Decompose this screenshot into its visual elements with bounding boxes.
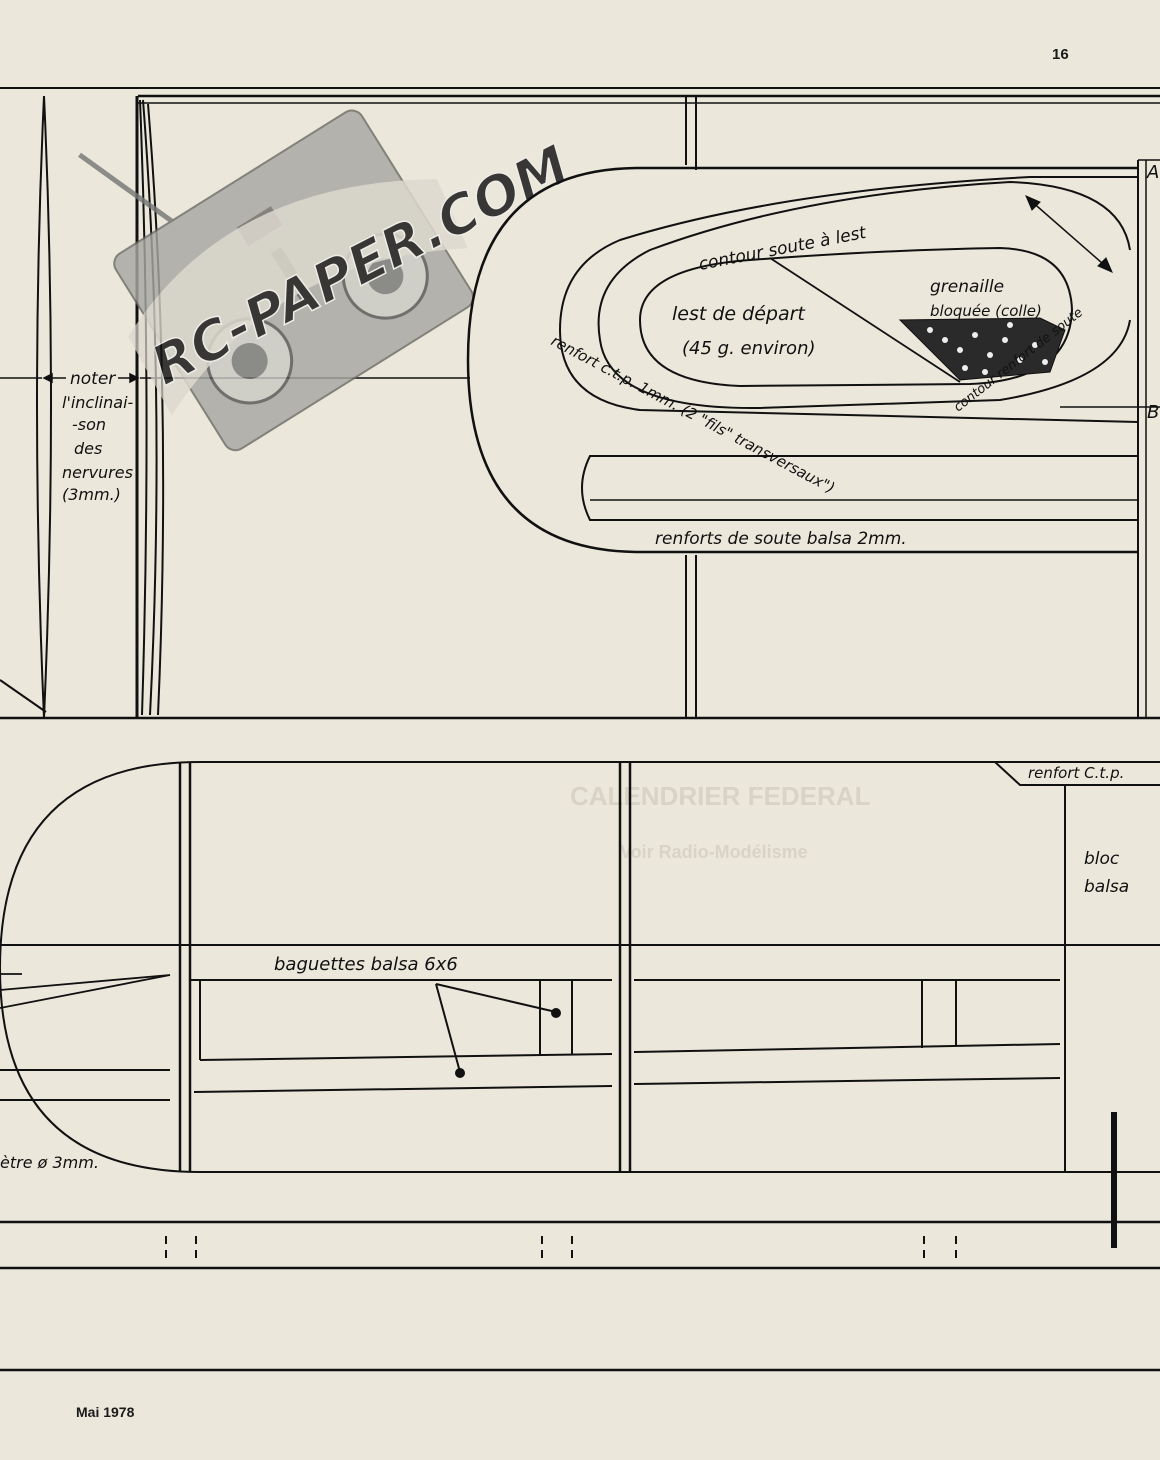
bloc-label: bloc: [1084, 849, 1120, 869]
note-line-5: nervures: [62, 463, 133, 482]
rib-right: [139, 99, 165, 716]
ghost-title: CALENDRIER FEDERAL: [570, 781, 871, 811]
ghost-text: CALENDRIER FEDERAL Voir Radio-Modélisme: [570, 781, 871, 862]
note-line-1: noter: [70, 369, 116, 389]
renfort-ctp-top-label: renfort C.t.p.: [1028, 764, 1124, 782]
ghost-subtitle: Voir Radio-Modélisme: [620, 842, 808, 862]
grenaille-label-2: bloquée (colle): [930, 302, 1042, 320]
grenaille-label-1: grenaille: [930, 277, 1004, 297]
baguettes-label: baguettes balsa 6x6: [274, 954, 458, 975]
renforts-soute-label: renforts de soute balsa 2mm.: [655, 529, 907, 549]
tick-marks: [165, 1236, 957, 1258]
balsa-label: balsa: [1084, 877, 1129, 897]
diametre-label: ètre ø 3mm.: [0, 1153, 99, 1172]
dimension-arrows: [42, 372, 140, 384]
ballast-labels: contour soute à lest lest de départ (45 …: [548, 162, 1159, 549]
note-line-3: -son: [72, 415, 106, 434]
note-line-2: l'inclinai-: [62, 393, 134, 412]
bottom-labels: renfort C.t.p. bloc balsa baguettes bals…: [0, 764, 1129, 1172]
page-number: 16: [1052, 46, 1069, 63]
lest-label-1: lest de départ: [672, 303, 806, 325]
note-line-6: (3mm.): [62, 485, 121, 504]
note-line-4: des: [74, 439, 102, 458]
ballast-compartment: [466, 166, 1139, 554]
fuselage-side-view: [0, 761, 1160, 1372]
label-b: B: [1147, 402, 1159, 423]
footer-date: Mai 1978: [76, 1404, 135, 1420]
rib-left: [0, 95, 52, 719]
ballast-grenaille-dots: [927, 322, 1048, 375]
label-a: A: [1146, 162, 1159, 183]
baguettes-leaders: [435, 983, 561, 1078]
note-inclinaison: noter l'inclinai- -son des nervures (3mm…: [62, 369, 134, 504]
lest-label-2: (45 g. environ): [682, 338, 816, 359]
